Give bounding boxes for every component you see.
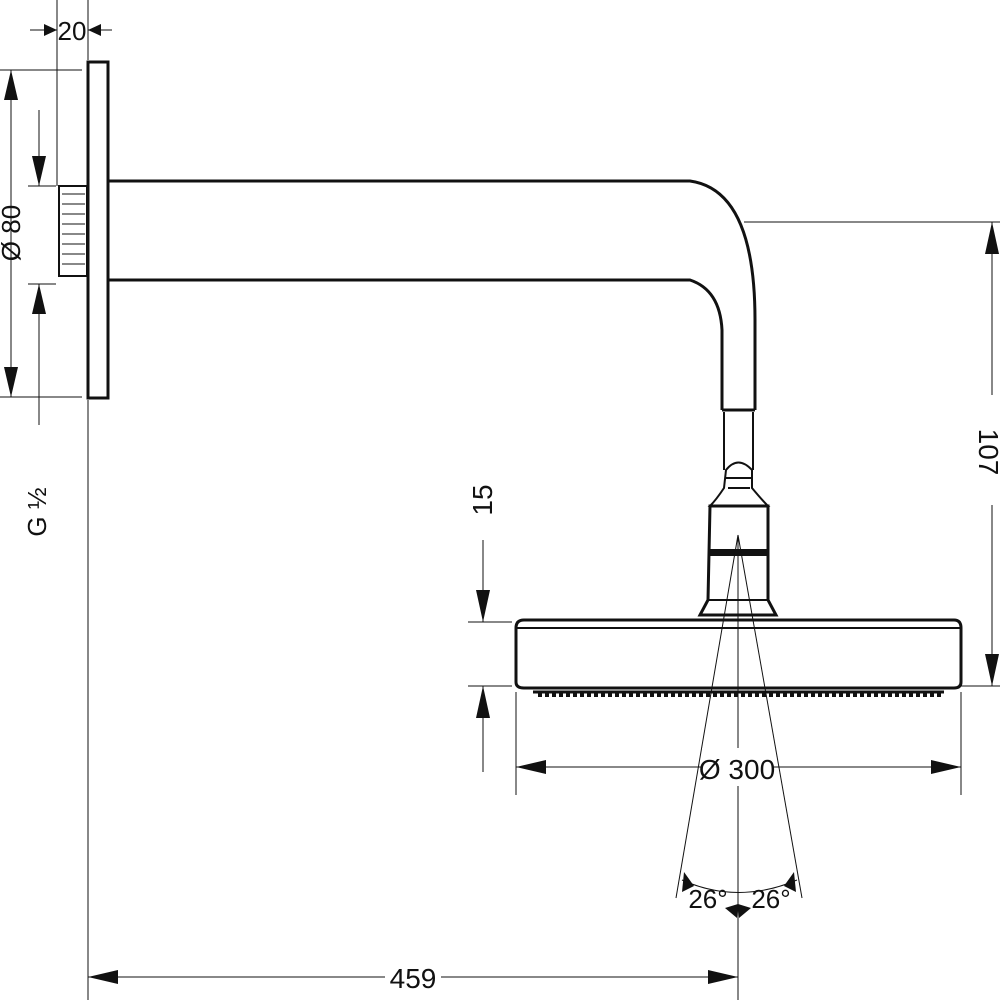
nozzle — [860, 693, 864, 697]
shower-head — [514, 618, 963, 697]
nozzle — [699, 693, 703, 697]
nozzle — [650, 693, 654, 697]
nozzle — [790, 693, 794, 697]
projection-label: 459 — [390, 963, 437, 994]
nozzle — [671, 693, 675, 697]
nozzle — [776, 693, 780, 697]
nozzle — [664, 693, 668, 697]
nozzle — [916, 693, 920, 697]
nozzle — [692, 693, 696, 697]
nozzle — [559, 693, 563, 697]
nozzle — [881, 693, 885, 697]
nozzle — [566, 693, 570, 697]
head-diameter-label: Ø 300 — [699, 754, 775, 785]
drop-height-label: 107 — [973, 429, 1000, 476]
nozzle — [657, 693, 661, 697]
nozzle — [853, 693, 857, 697]
dim-spray-angles: 26° 26° — [682, 872, 796, 918]
shower-arm — [108, 179, 757, 412]
nozzle — [769, 693, 773, 697]
spray-nozzles — [538, 693, 941, 697]
nozzle — [734, 693, 738, 697]
nozzle — [748, 693, 752, 697]
dim-head-height: 15 — [467, 484, 498, 772]
spray-angle-left-label: 26° — [688, 884, 727, 914]
nozzle — [601, 693, 605, 697]
head-height-label: 15 — [467, 484, 498, 515]
nozzle — [895, 693, 899, 697]
dim-drop-height: 107 — [973, 222, 1000, 686]
nozzle — [643, 693, 647, 697]
nozzle — [727, 693, 731, 697]
nozzle — [755, 693, 759, 697]
spray-cone — [675, 534, 803, 899]
dim-flange-thickness: 20 — [30, 16, 112, 46]
nozzle — [741, 693, 745, 697]
nozzle — [811, 693, 815, 697]
nozzle — [538, 693, 542, 697]
nozzle — [636, 693, 640, 697]
dim-flange-diameter: Ø 80 — [0, 70, 26, 397]
nozzle — [615, 693, 619, 697]
wall-flange — [86, 60, 110, 400]
dim-thread: G ½ — [22, 110, 52, 537]
flange-diameter-label: Ø 80 — [0, 205, 26, 261]
nozzle — [762, 693, 766, 697]
ball-joint — [707, 412, 771, 507]
nozzle — [678, 693, 682, 697]
nozzle — [804, 693, 808, 697]
nozzle — [825, 693, 829, 697]
nozzle — [902, 693, 906, 697]
threaded-connector — [58, 185, 88, 277]
nozzle — [573, 693, 577, 697]
nozzle — [846, 693, 850, 697]
nozzle — [839, 693, 843, 697]
nozzle — [706, 693, 710, 697]
nozzle — [629, 693, 633, 697]
nozzle — [888, 693, 892, 697]
nozzle — [608, 693, 612, 697]
nozzle — [713, 693, 717, 697]
dim-projection: 459 — [88, 957, 738, 995]
nozzle — [923, 693, 927, 697]
nozzle — [545, 693, 549, 697]
nozzle — [909, 693, 913, 697]
nozzle — [685, 693, 689, 697]
nozzle — [797, 693, 801, 697]
nozzle — [874, 693, 878, 697]
nozzle — [832, 693, 836, 697]
nozzle — [552, 693, 556, 697]
nozzle — [937, 693, 941, 697]
nozzle — [587, 693, 591, 697]
thread-size-label: G ½ — [22, 487, 52, 536]
nozzle — [818, 693, 822, 697]
dim-head-diameter: Ø 300 — [516, 748, 961, 786]
nozzle — [930, 693, 934, 697]
flange-thickness-label: 20 — [58, 16, 87, 46]
spray-angle-right-label: 26° — [751, 884, 790, 914]
nozzle — [720, 693, 724, 697]
nozzle — [594, 693, 598, 697]
nozzle — [783, 693, 787, 697]
nozzle — [867, 693, 871, 697]
nozzle — [580, 693, 584, 697]
nozzle — [622, 693, 626, 697]
